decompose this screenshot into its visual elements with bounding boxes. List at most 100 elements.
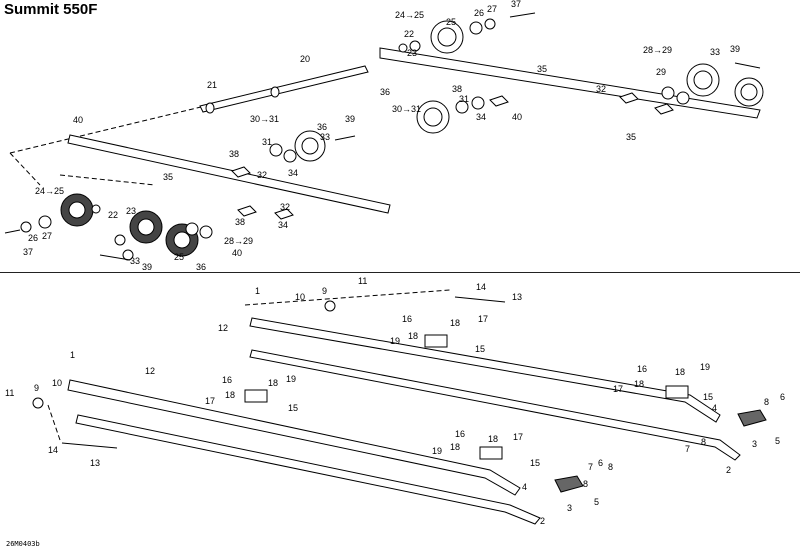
pivot-block bbox=[424, 334, 448, 348]
callout-bottom-37: 6 bbox=[780, 392, 785, 402]
callout-bottom-25: 15 bbox=[288, 403, 298, 413]
callout-bottom-52: 5 bbox=[594, 497, 599, 507]
callout-bottom-51: 3 bbox=[567, 503, 572, 513]
callout-bottom-42: 17 bbox=[513, 432, 523, 442]
callout-bottom-40: 16 bbox=[455, 429, 465, 439]
callout-top-36: 23 bbox=[126, 206, 136, 216]
callout-bottom-20: 16 bbox=[222, 375, 232, 385]
callout-top-41: 30→31 bbox=[250, 114, 279, 124]
callout-top-29: 28→29 bbox=[224, 236, 253, 246]
pivot-block bbox=[665, 385, 689, 399]
callout-top-6: 22 bbox=[404, 29, 414, 39]
callout-bottom-16: 9 bbox=[34, 383, 39, 393]
callout-top-28: 36 bbox=[196, 262, 206, 272]
callout-top-30: 38 bbox=[235, 217, 245, 227]
callout-bottom-12: 15 bbox=[475, 344, 485, 354]
shaft-part bbox=[199, 65, 369, 113]
leader-line bbox=[47, 404, 61, 441]
idler-wheel-hub bbox=[137, 218, 155, 236]
callout-top-43: 38 bbox=[229, 149, 239, 159]
long-bolt bbox=[454, 296, 506, 303]
bearing-rings bbox=[20, 18, 690, 261]
callout-bottom-45: 15 bbox=[530, 458, 540, 468]
callout-top-32: 34 bbox=[278, 220, 288, 230]
callout-bottom-7: 16 bbox=[402, 314, 412, 324]
callout-bottom-21: 18 bbox=[268, 378, 278, 388]
spacer bbox=[32, 397, 44, 409]
callout-top-27: 33 bbox=[130, 256, 140, 266]
top-assembly bbox=[4, 12, 764, 261]
spacer bbox=[324, 300, 336, 312]
callout-bottom-31: 15 bbox=[703, 392, 713, 402]
callout-bottom-11: 18 bbox=[408, 331, 418, 341]
callout-bottom-38: 5 bbox=[775, 436, 780, 446]
bottom-assembly bbox=[32, 289, 767, 525]
callout-bottom-46: 4 bbox=[522, 482, 527, 492]
callout-top-31: 40 bbox=[232, 248, 242, 258]
callout-top-24: 27 bbox=[42, 231, 52, 241]
frame-rail bbox=[379, 47, 761, 119]
callout-bottom-44: 18 bbox=[450, 442, 460, 452]
drawing-code: 26M0403b bbox=[6, 540, 40, 548]
shaft-collar bbox=[270, 86, 280, 98]
callout-top-39: 33 bbox=[320, 132, 330, 142]
pivot-brackets bbox=[231, 92, 674, 220]
callout-bottom-43: 19 bbox=[432, 446, 442, 456]
callout-top-13: 36 bbox=[380, 87, 390, 97]
callout-top-42: 31 bbox=[262, 137, 272, 147]
callout-top-12: 39 bbox=[730, 44, 740, 54]
callout-top-3: 26 bbox=[474, 8, 484, 18]
leader-line bbox=[244, 289, 451, 306]
callout-bottom-41: 18 bbox=[488, 434, 498, 444]
callout-top-34: 35 bbox=[163, 172, 173, 182]
slide-rail-frame bbox=[249, 317, 721, 423]
callout-bottom-26: 16 bbox=[637, 364, 647, 374]
callout-bottom-19: 13 bbox=[90, 458, 100, 468]
callout-bottom-28: 19 bbox=[700, 362, 710, 372]
callout-top-20: 29 bbox=[656, 67, 666, 77]
long-bolt bbox=[61, 442, 118, 449]
callout-top-17: 32 bbox=[596, 84, 606, 94]
idler-wheel-hub bbox=[423, 107, 443, 127]
callout-top-9: 35 bbox=[537, 64, 547, 74]
callout-top-0: 23 bbox=[407, 48, 417, 58]
callout-top-11: 33 bbox=[710, 47, 720, 57]
callout-top-37: 25 bbox=[174, 252, 184, 262]
callout-top-10: 28→29 bbox=[643, 45, 672, 55]
callout-bottom-3: 11 bbox=[358, 276, 367, 286]
callout-bottom-27: 18 bbox=[675, 367, 685, 377]
idler-wheel-hub bbox=[740, 83, 758, 101]
shaft-collar bbox=[205, 102, 215, 114]
leader-line bbox=[59, 174, 156, 186]
rail-end-cap bbox=[737, 409, 767, 427]
callout-top-2: 25 bbox=[446, 17, 456, 27]
bolts bbox=[4, 12, 761, 261]
callout-top-14: 30→31 bbox=[392, 104, 421, 114]
callout-top-46: 40 bbox=[73, 115, 83, 125]
callout-bottom-24: 18 bbox=[225, 390, 235, 400]
callout-bottom-13: 1 bbox=[70, 350, 75, 360]
callout-bottom-50: 8 bbox=[583, 479, 588, 489]
pivot-block bbox=[244, 389, 268, 403]
callout-bottom-10: 19 bbox=[390, 336, 400, 346]
callout-top-7: 21 bbox=[207, 80, 217, 90]
callout-bottom-4: 12 bbox=[218, 323, 228, 333]
idler-wheel-hub bbox=[301, 137, 319, 155]
callout-top-35: 22 bbox=[108, 210, 118, 220]
callout-bottom-53: 2 bbox=[540, 516, 545, 526]
callout-top-18: 34 bbox=[476, 112, 486, 122]
idler-wheel-hub bbox=[693, 70, 713, 90]
callout-bottom-33: 7 bbox=[685, 444, 690, 454]
callout-top-16: 31 bbox=[459, 94, 469, 104]
callout-top-45: 34 bbox=[288, 168, 298, 178]
leader-line bbox=[9, 99, 231, 154]
callout-bottom-32: 4 bbox=[712, 403, 717, 413]
callout-bottom-36: 8 bbox=[764, 397, 769, 407]
callout-bottom-48: 8 bbox=[608, 462, 613, 472]
callout-bottom-9: 17 bbox=[478, 314, 488, 324]
callout-bottom-18: 14 bbox=[48, 445, 58, 455]
callout-top-26: 39 bbox=[142, 262, 152, 272]
callout-top-40: 39 bbox=[345, 114, 355, 124]
